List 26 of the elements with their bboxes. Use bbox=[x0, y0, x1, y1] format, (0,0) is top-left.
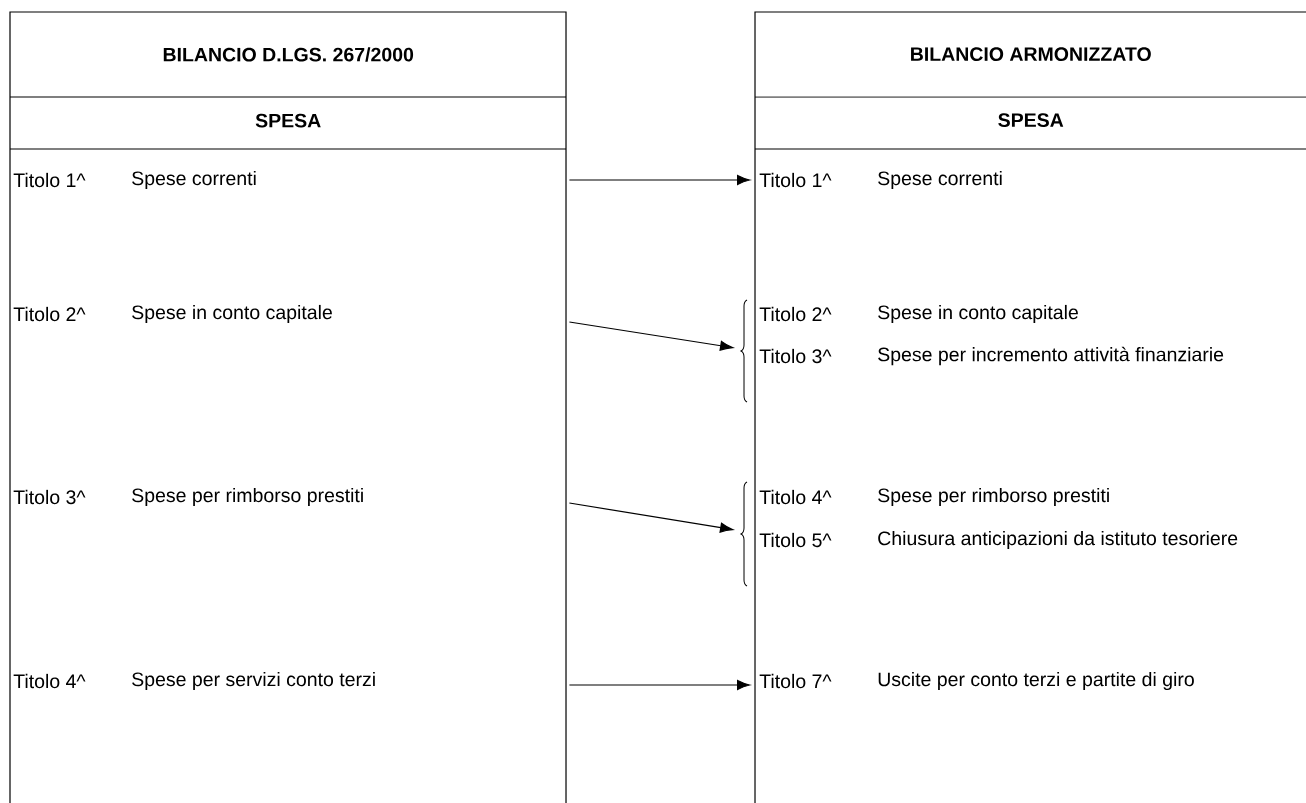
table-column: BILANCIO D.LGS. 267/2000 SPESA Titolo 1^ Spese correnti Titolo 2^ Spese in conto capitale Titolo 3^ Spese per rimborso prestiti Titolo 4^ Spese per servizi conto terzi bbox=[9, 11, 567, 803]
row-description: Spese correnti bbox=[132, 170, 256, 190]
arrow bbox=[568, 321, 734, 351]
row-label: Titolo 1^ bbox=[759, 172, 832, 188]
row-description: Spese correnti bbox=[878, 170, 1002, 190]
row-description: Spese in conto capitale bbox=[132, 304, 332, 324]
row-label: Titolo 7^ bbox=[759, 673, 832, 689]
row-label: Titolo 4^ bbox=[13, 673, 86, 689]
row-description: Chiusura anticipazioni da istituto tesoriere bbox=[878, 530, 1238, 550]
arrow bbox=[568, 174, 751, 186]
row-description: Spese per rimborso prestiti bbox=[878, 487, 1109, 507]
arrow bbox=[568, 679, 751, 691]
table-column: BILANCIO ARMONIZZATO SPESA Titolo 1^ Spese correnti Titolo 2^ Spese in conto capitale Titolo 3^ Spese per incremento attività finanziarie Titolo 4^ Spese per rimborso prestiti Titolo 5^ Chiusura anticipazioni da istituto tesoriere Titolo 7^ Uscite per conto terzi e partite di giro bbox=[754, 11, 1306, 803]
row-label: Titolo 2^ bbox=[759, 306, 832, 322]
row-description: Uscite per conto terzi e partite di giro bbox=[878, 671, 1194, 691]
arrow bbox=[568, 502, 734, 533]
row-description: Spese in conto capitale bbox=[878, 304, 1078, 324]
row-description: Spese per rimborso prestiti bbox=[132, 487, 363, 507]
row-label: Titolo 5^ bbox=[759, 532, 832, 548]
row-description: Spese per servizi conto terzi bbox=[132, 671, 375, 691]
row-label: Titolo 2^ bbox=[13, 306, 86, 322]
row-label: Titolo 1^ bbox=[13, 172, 86, 188]
row-label: Titolo 4^ bbox=[759, 489, 832, 505]
row-label: Titolo 3^ bbox=[13, 489, 86, 505]
row-description: Spese per incremento attività finanziarie bbox=[878, 346, 1224, 366]
row-label: Titolo 3^ bbox=[759, 348, 832, 364]
